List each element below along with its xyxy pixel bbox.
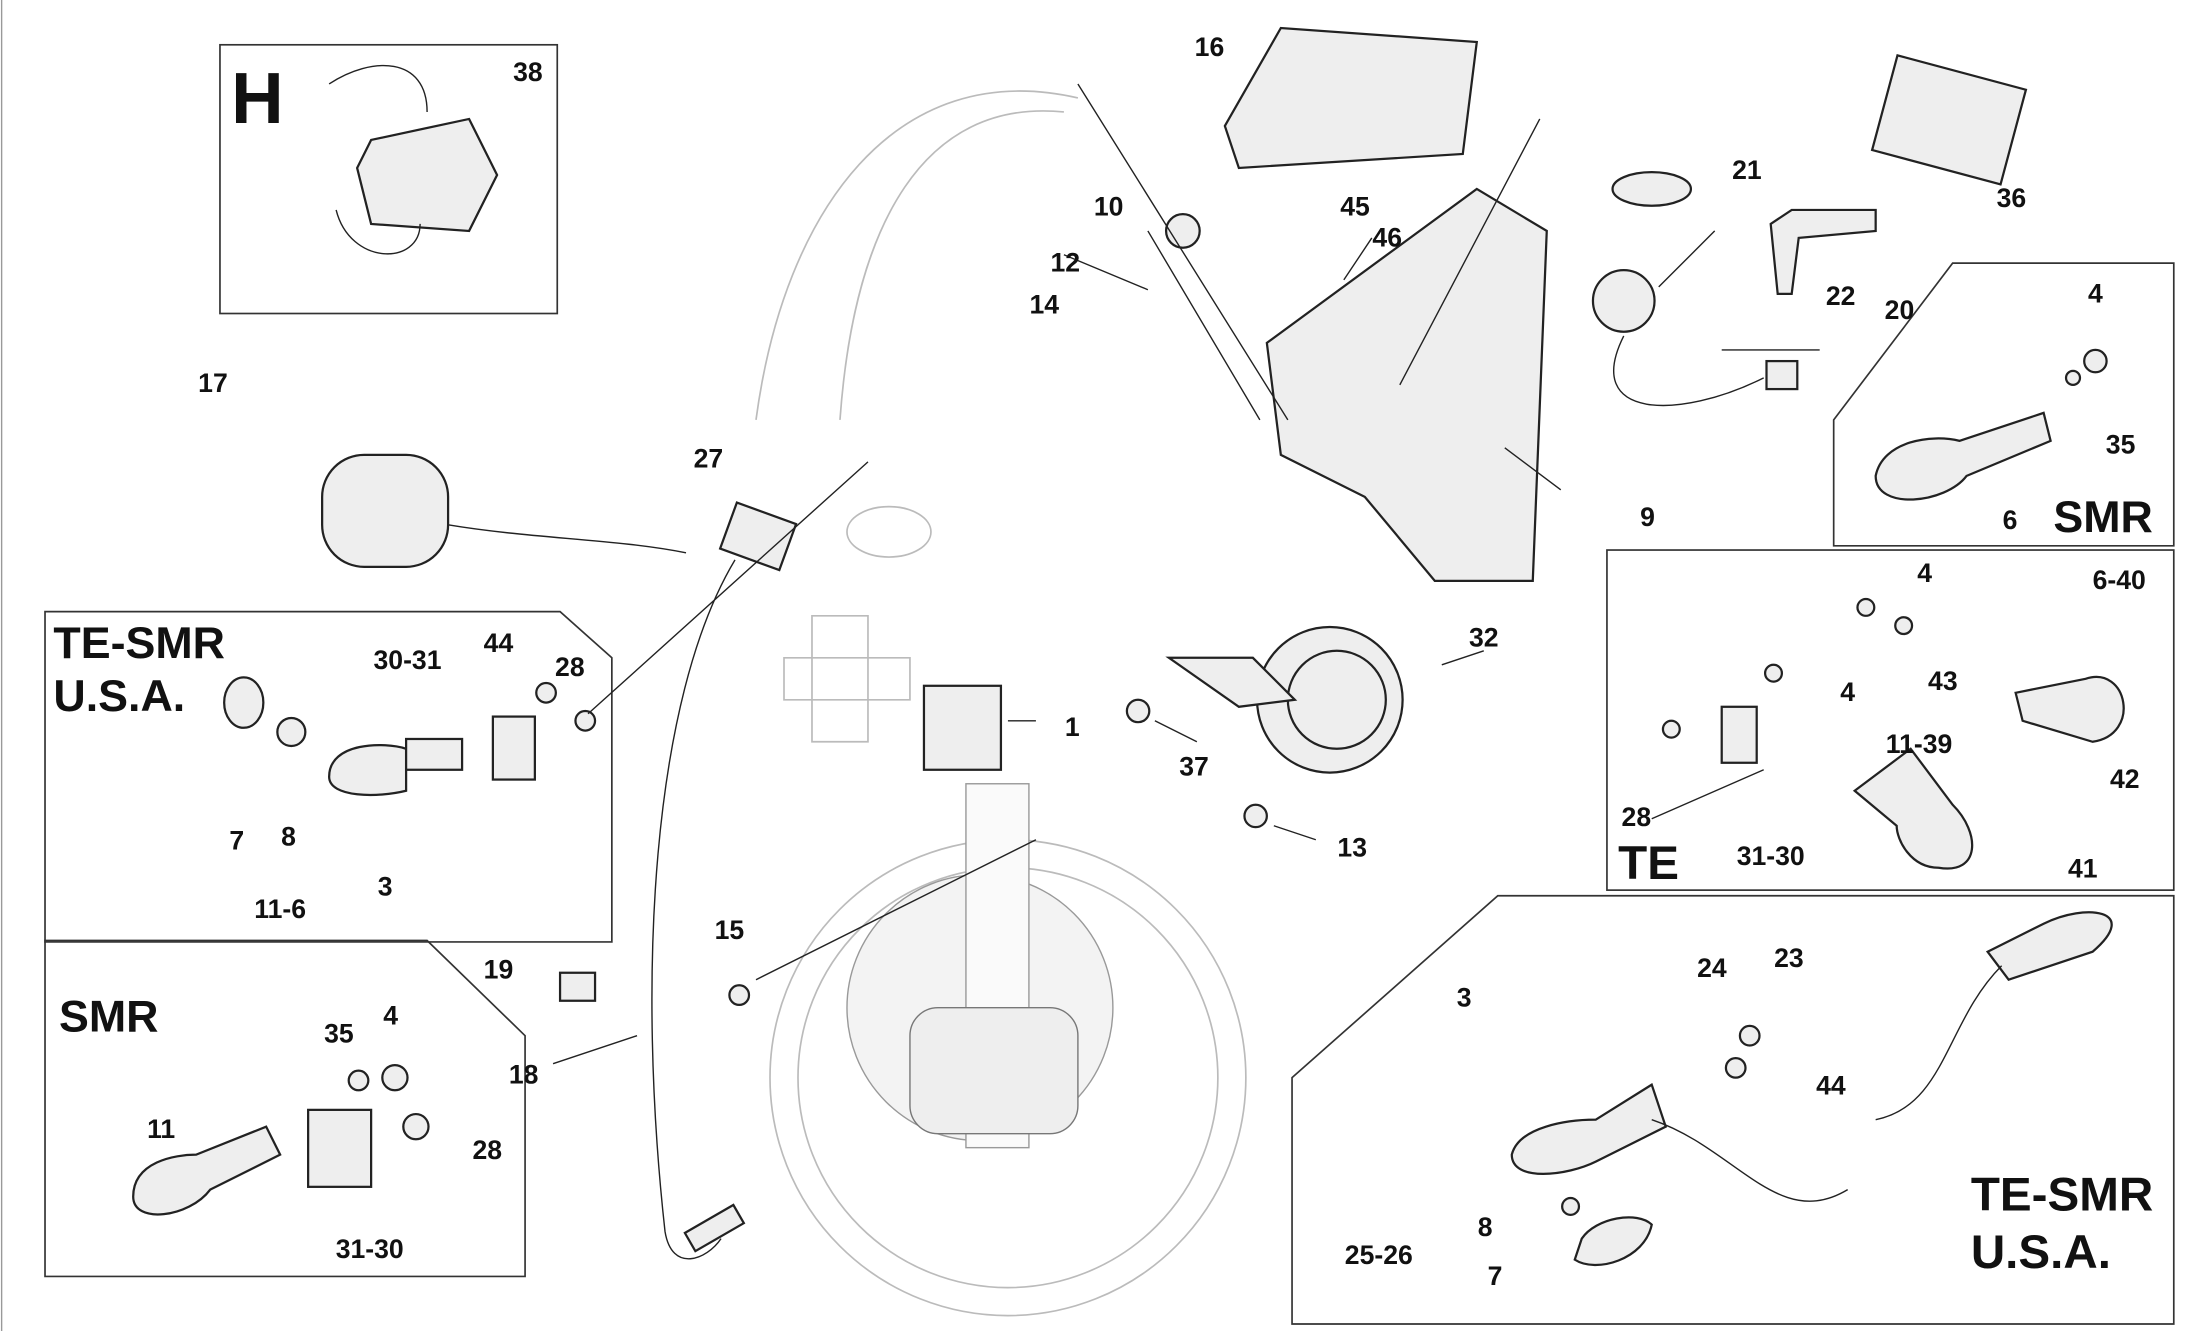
callout-38: 38 [513, 57, 543, 87]
callout-46: 46 [1372, 222, 1402, 252]
section-box-smr-top [1832, 262, 2175, 547]
callout-18: 18 [509, 1059, 539, 1089]
callout-23: 23 [1774, 943, 1804, 973]
callout-22: 22 [1826, 281, 1856, 311]
section-label-te: TE [1618, 837, 1679, 890]
section-box-te-smr-usa-right [1291, 894, 2175, 1325]
part-36-manual [1870, 53, 2028, 186]
section-box-te-smr-usa-left [44, 610, 613, 943]
callout-13: 13 [1337, 833, 1367, 863]
part-17-switch [321, 453, 450, 568]
callout-37: 37 [1179, 751, 1209, 781]
callout-19: 19 [484, 954, 514, 984]
callout-4: 4 [1917, 558, 1932, 588]
callout-8: 8 [1478, 1212, 1493, 1242]
section-label-h: H [231, 58, 284, 139]
callout-45: 45 [1340, 192, 1370, 222]
callout-41: 41 [2068, 854, 2098, 884]
leader-lines [552, 83, 1820, 1065]
callout-43: 43 [1928, 666, 1958, 696]
callout-12: 12 [1051, 248, 1081, 278]
front-wheel-ghost [755, 90, 1247, 1317]
callout-11: 11 [147, 1114, 175, 1144]
section-label-smr-top: SMR [2053, 492, 2152, 542]
callout-28: 28 [1622, 802, 1652, 832]
callout-32: 32 [1469, 623, 1499, 653]
part-38-switch [355, 117, 499, 233]
callout-20: 20 [1885, 295, 1915, 325]
callout-42: 42 [2110, 764, 2140, 794]
callout-25-26: 25-26 [1345, 1240, 1413, 1270]
callout-28: 28 [472, 1135, 502, 1165]
callout-8: 8 [281, 821, 296, 851]
callout-24: 24 [1697, 953, 1727, 983]
brake-caliper [909, 1006, 1079, 1135]
callout-11-6: 11-6 [254, 894, 306, 924]
part-19-clip [558, 971, 597, 1002]
callout-7: 7 [229, 826, 244, 856]
callout-17: 17 [198, 368, 228, 398]
part-22-keys [1769, 208, 1877, 296]
callout-4: 4 [383, 1000, 398, 1030]
callout-15: 15 [715, 915, 745, 945]
callout-44: 44 [1816, 1070, 1846, 1100]
section-label-usa-right: U.S.A. [1971, 1226, 2111, 1279]
connector [1765, 359, 1799, 391]
callout-6-40: 6-40 [2093, 565, 2146, 595]
callout-14: 14 [1030, 290, 1060, 320]
callout-7: 7 [1488, 1261, 1503, 1291]
part-16-dashboard [1223, 26, 1479, 170]
section-box-h [219, 43, 559, 315]
callout-16: 16 [1195, 32, 1225, 62]
part-ignition-switch [1591, 268, 1656, 333]
callout-30-31: 30-31 [374, 645, 442, 675]
callout-1: 1 [1065, 712, 1080, 742]
callout-6: 6 [2003, 505, 2018, 535]
callout-11-39: 11-39 [1886, 729, 1953, 759]
part-9-bracket [1265, 187, 1548, 582]
callout-28: 28 [555, 652, 585, 682]
callout-35: 35 [2106, 429, 2136, 459]
section-box-te [1606, 549, 2175, 891]
callout-3: 3 [1457, 982, 1472, 1012]
parts [132, 26, 2125, 1267]
callout-10: 10 [1094, 192, 1124, 222]
part-27-connector [718, 501, 798, 572]
callout-27: 27 [694, 443, 724, 473]
callout-36: 36 [1997, 183, 2027, 213]
callout-4: 4 [2088, 278, 2103, 308]
callout-44: 44 [484, 628, 514, 658]
callout-3: 3 [378, 872, 393, 902]
part-1-relay [922, 684, 1003, 771]
section-box-smr-bottom [44, 939, 526, 1278]
part-10 [1164, 213, 1201, 249]
section-label-te-smr-right: TE-SMR [1971, 1169, 2153, 1222]
callout-9: 9 [1640, 502, 1655, 532]
section-label-usa-left: U.S.A. [53, 671, 185, 721]
callout-4: 4 [1840, 677, 1855, 707]
callout-21: 21 [1732, 155, 1762, 185]
callout-31-30: 31-30 [1737, 841, 1805, 871]
callout-31-30: 31-30 [336, 1234, 404, 1264]
section-label-te-smr-left: TE-SMR [53, 618, 225, 668]
section-label-smr-bottom: SMR [59, 991, 158, 1041]
callout-35: 35 [324, 1019, 354, 1049]
part-21-ring [1611, 171, 1693, 207]
